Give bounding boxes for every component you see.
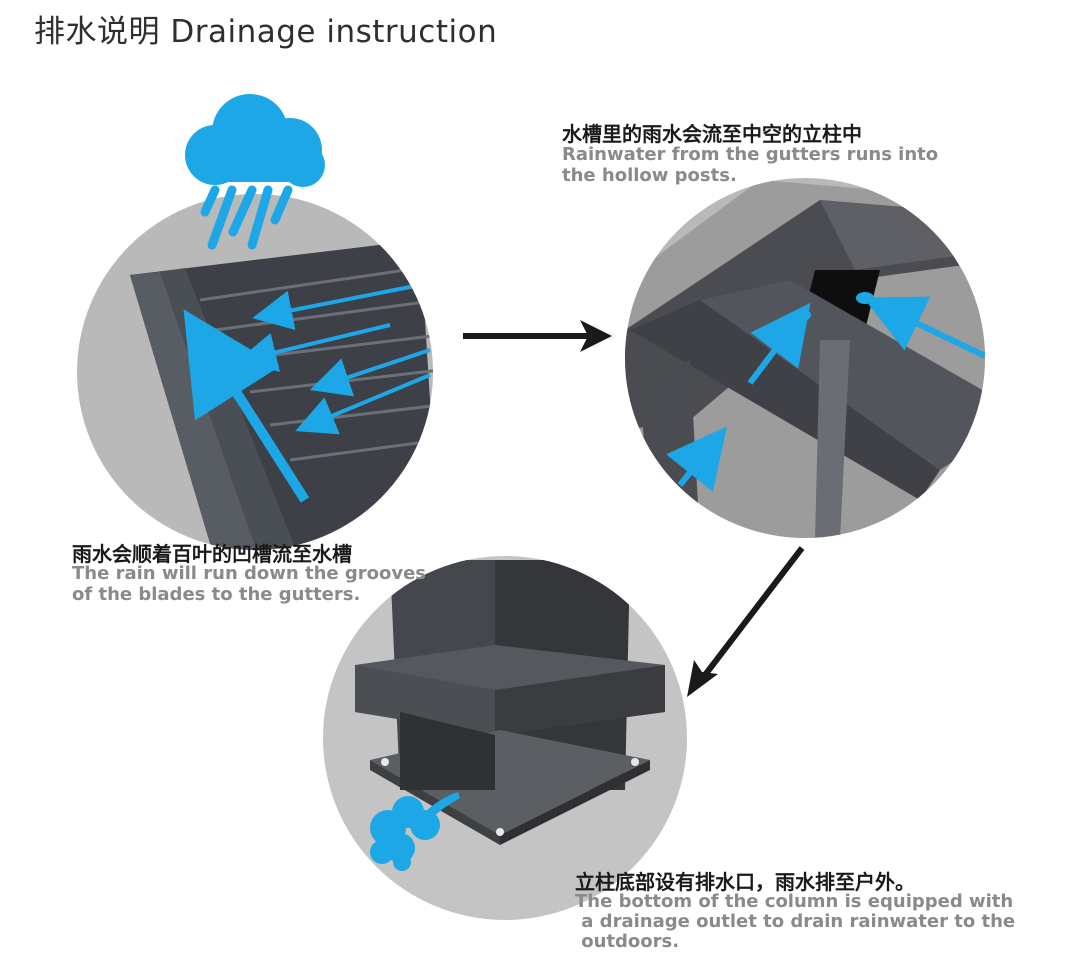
water-splash-icon — [370, 792, 460, 871]
flow-arrow-icon — [687, 546, 805, 697]
flow-arrow-icon — [463, 320, 612, 352]
step3-caption-cn: 立柱底部设有排水口，雨水排至户外。 — [575, 870, 915, 894]
step1-caption-en-line2: of the blades to the gutters. — [72, 584, 361, 605]
step3-caption-en-line2: a drainage outlet to drain rainwater to … — [575, 911, 1016, 932]
step1-caption-en-line1: The rain will run down the grooves — [72, 563, 427, 584]
step3-caption-en-line3: outdoors. — [575, 931, 680, 952]
step2-caption-en-line2: the hollow posts. — [562, 165, 737, 186]
gutter-flow-arrow — [183, 309, 310, 503]
step1-caption-cn: 雨水会顺着百叶的凹槽流至水槽 — [72, 542, 352, 566]
step2-caption-en-line1: Rainwater from the gutters runs into — [562, 144, 939, 165]
roof-blades-illustration — [77, 194, 433, 550]
step2-caption-cn: 水槽里的雨水会流至中空的立柱中 — [562, 122, 862, 146]
page-title: 排水说明 Drainage instruction — [34, 14, 498, 50]
gutter-corner-illustration — [625, 178, 985, 538]
rain-cloud-icon — [185, 94, 325, 250]
step3-caption-en: The bottom of the column is equipped wit… — [575, 892, 1015, 952]
step3-caption-en-line1: The bottom of the column is equipped wit… — [575, 891, 1014, 912]
post-base-illustration — [323, 556, 687, 920]
step2-caption-en: Rainwater from the gutters runs into the… — [562, 144, 938, 186]
step1-caption-en: The rain will run down the grooves of th… — [72, 563, 426, 605]
